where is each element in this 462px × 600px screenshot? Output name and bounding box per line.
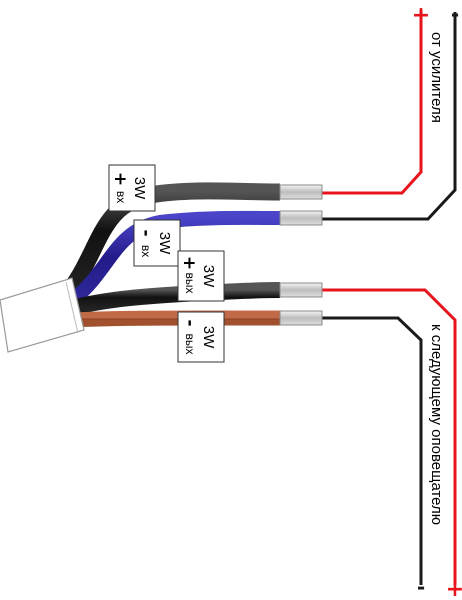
wire-red-to-amplifier-plus — [322, 10, 423, 195]
tag-input-minus-sign: - — [136, 229, 156, 236]
tag-input-plus-power: 3W — [131, 177, 148, 200]
tag-input-plus-text: вх — [114, 191, 128, 203]
tag-output-minus-sign: - — [180, 319, 200, 326]
wire-black-to-amplifier-minus — [322, 12, 457, 221]
terminal-top-plus: + — [412, 3, 430, 28]
tag-input-plus: 3W + вх — [108, 164, 156, 212]
tag-output-minus-power: 3W — [200, 326, 217, 349]
cable-brown-output-minus — [71, 310, 280, 328]
wire-sleeves — [279, 184, 323, 326]
wire-black-to-next-minus — [322, 316, 423, 585]
tag-input-minus-text: вх — [139, 245, 153, 257]
terminal-bottom-minus: - — [417, 575, 425, 599]
cable-black-output-plus — [69, 282, 281, 316]
terminal-bottom-plus: + — [446, 577, 462, 600]
label-to-next-annunciator: к следующему оповещателю — [428, 324, 445, 525]
tag-output-plus-sign: + — [179, 256, 199, 270]
terminal-top-minus: - — [451, 2, 459, 26]
tag-output-plus: 3W + вых — [177, 250, 225, 302]
tag-input-minus: 3W - вх — [133, 219, 181, 267]
tag-output-minus: 3W - вых — [177, 311, 225, 363]
thin-wires — [322, 10, 457, 585]
sleeve-2 — [279, 210, 323, 226]
sleeve-4 — [279, 310, 323, 326]
tag-output-minus-text: вых — [183, 334, 197, 355]
sleeve-1 — [279, 184, 323, 200]
label-from-amplifier: от усилителя — [428, 32, 445, 123]
cable-jacket — [0, 277, 85, 353]
wire-red-to-next-plus — [322, 288, 457, 585]
tag-output-plus-power: 3W — [200, 265, 217, 288]
sleeve-3 — [279, 282, 323, 298]
tag-input-minus-power: 3W — [156, 232, 173, 255]
tag-input-plus-sign: + — [110, 172, 130, 186]
tag-output-plus-text: вых — [183, 273, 197, 294]
